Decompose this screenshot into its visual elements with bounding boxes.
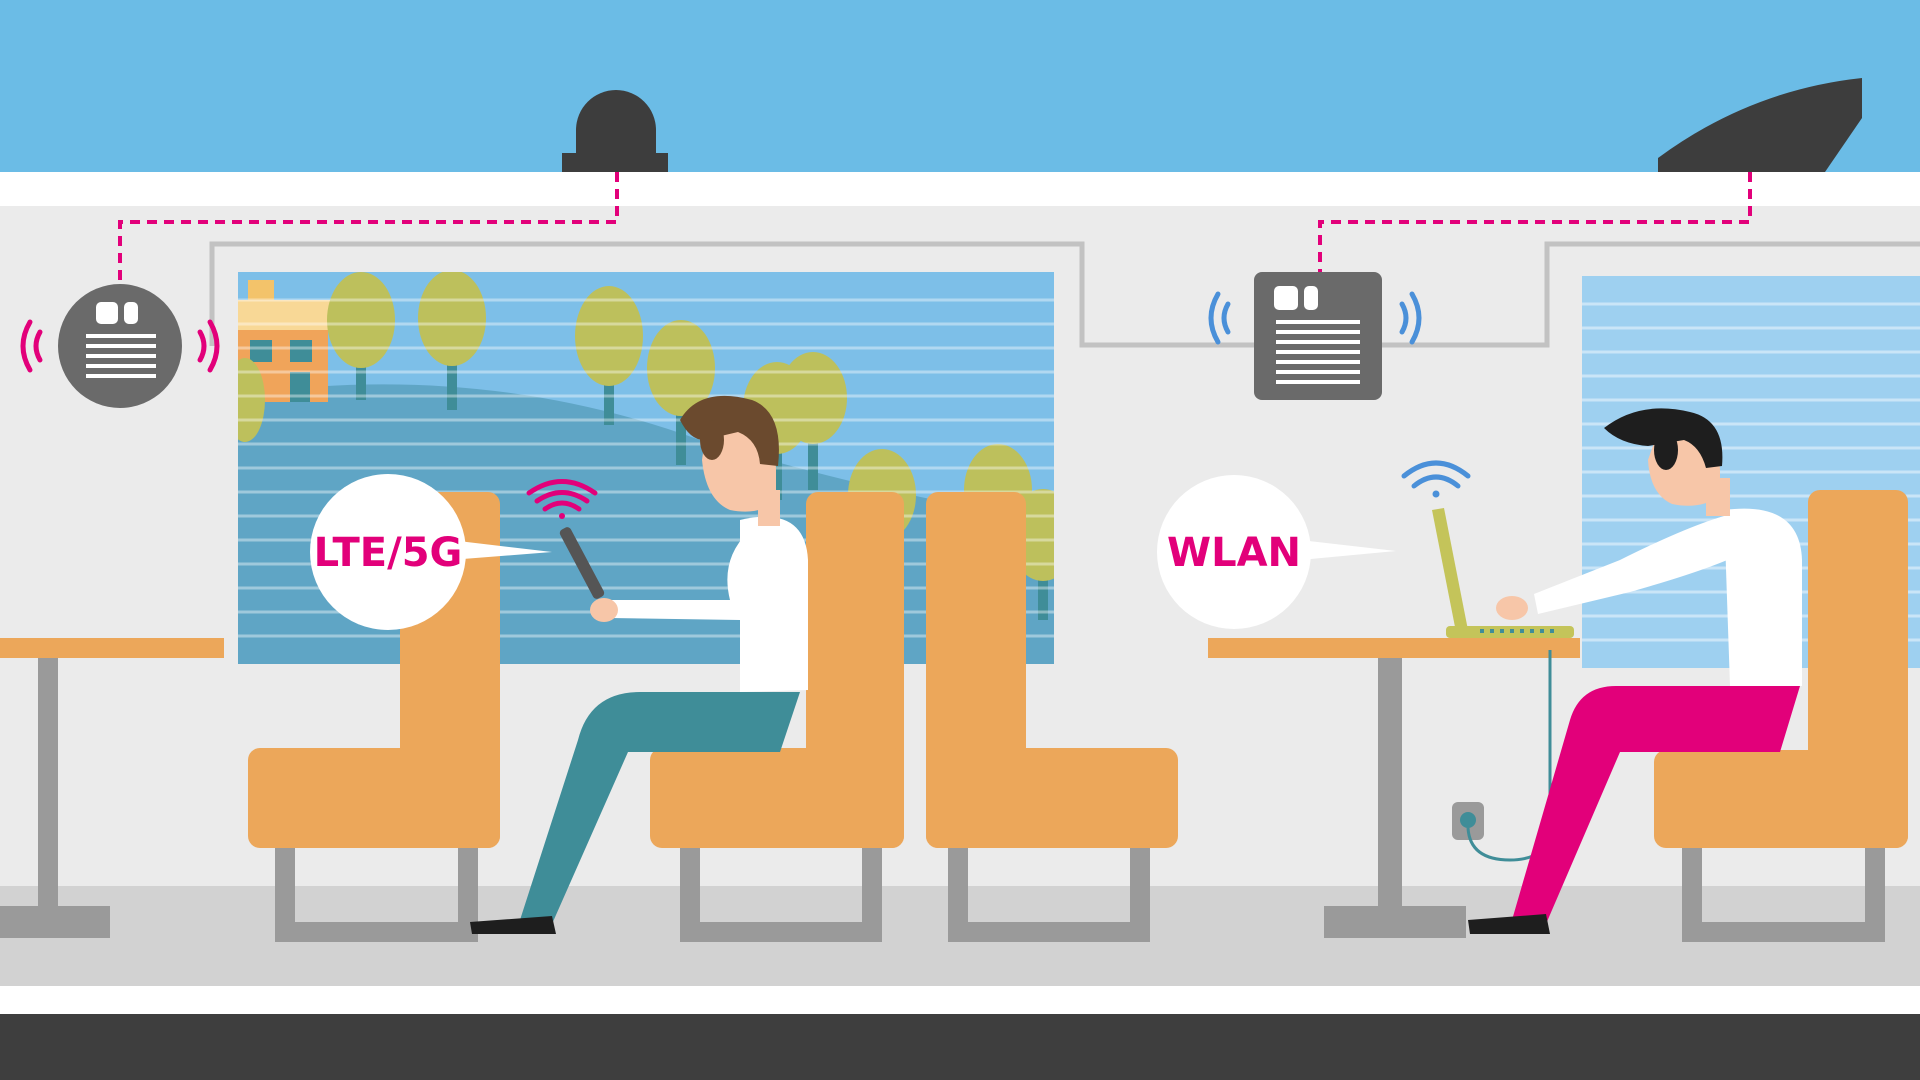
- table-right: [1208, 638, 1580, 938]
- person-smartphone-user: [470, 395, 808, 934]
- wall-conduit: [209, 241, 1920, 348]
- roof-antenna-icon: [562, 90, 668, 173]
- cellular-signal-icon: [20, 319, 220, 373]
- wifi-signal-icon: [1208, 291, 1422, 345]
- cable-roof-to-router-right: [1318, 172, 1752, 272]
- cellular-router-icon: [58, 284, 182, 408]
- table-left: [0, 638, 224, 938]
- label-bubble-wifi: WLAN: [1157, 475, 1396, 629]
- cable-roof-to-router-left: [118, 172, 619, 290]
- laptop: [1432, 508, 1574, 638]
- wifi-access-point-icon: [1254, 272, 1382, 400]
- seat-2: [650, 492, 904, 942]
- smartphone-signal-icon: [526, 479, 598, 519]
- track: [0, 1014, 1920, 1080]
- seat-4: [1654, 490, 1908, 942]
- laptop-wifi-icon: [1401, 460, 1471, 498]
- power-socket-icon: [1452, 802, 1484, 840]
- sky: [0, 0, 1920, 172]
- floor-edge: [0, 986, 1920, 1014]
- label-bubble-cellular: LTE/5G: [310, 474, 552, 630]
- seat-3: [926, 492, 1178, 942]
- person-laptop-user: [1468, 408, 1802, 934]
- label-wifi: WLAN: [1167, 530, 1301, 576]
- shark-fin-antenna-icon: [1658, 78, 1862, 172]
- roof-band: [0, 172, 1920, 206]
- smartphone: [559, 527, 605, 599]
- label-cellular: LTE/5G: [314, 530, 463, 576]
